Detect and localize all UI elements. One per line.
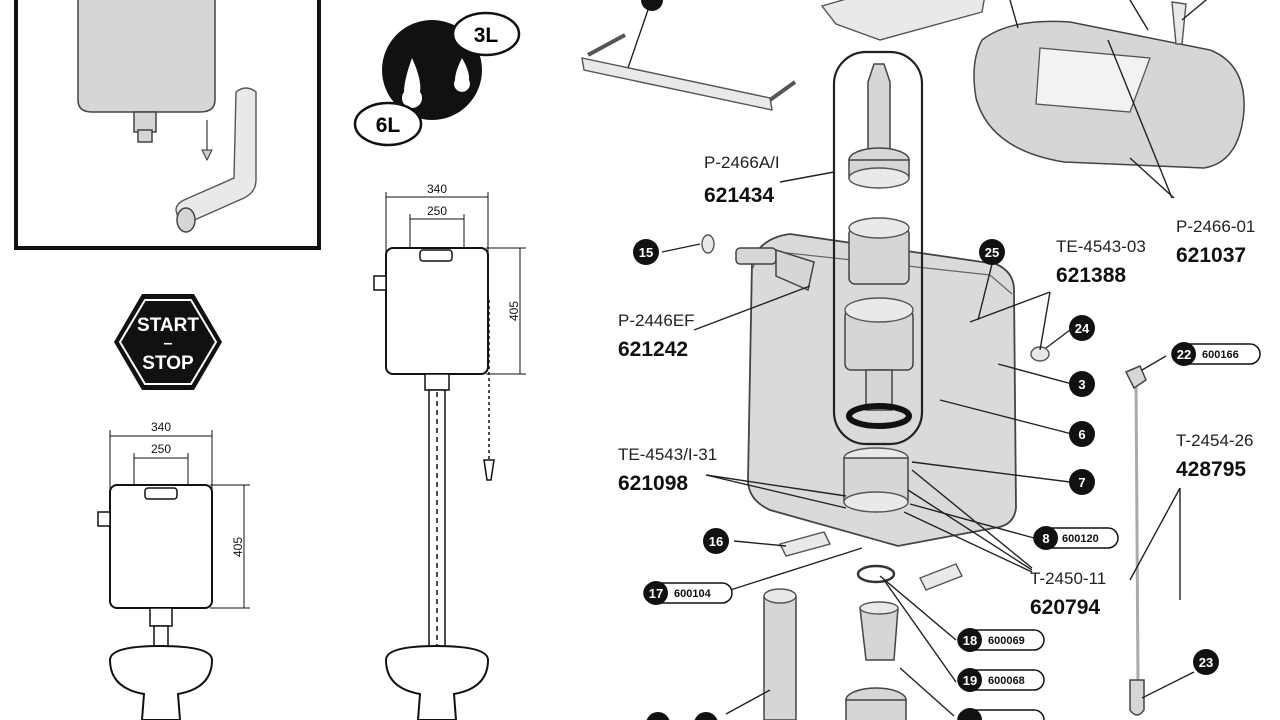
leader-lines xyxy=(661,39,1195,717)
part-ref-t245426: T-2454-26 xyxy=(1176,431,1254,450)
dash-label: – xyxy=(164,335,173,352)
part-code-p2466a: 621434 xyxy=(704,184,774,207)
inset-detail-box xyxy=(14,0,321,250)
callout-15: 15 xyxy=(633,239,659,265)
part-code-p246601: 621037 xyxy=(1176,244,1246,267)
callout-25: 25 xyxy=(979,239,1005,265)
svg-text:600068: 600068 xyxy=(988,675,1025,687)
svg-text:22: 22 xyxy=(1177,347,1191,362)
volume-large-label: 6L xyxy=(376,114,401,137)
part-code-t245426: 428795 xyxy=(1176,458,1246,481)
callout-7: 7 xyxy=(1069,469,1095,495)
part-ref-p2466a: P-2466A/I xyxy=(704,153,780,172)
stop-label: STOP xyxy=(142,353,194,374)
svg-text:600104: 600104 xyxy=(674,588,712,600)
part-code-p2446ef: 621242 xyxy=(618,338,688,361)
callout-3: 3 xyxy=(1069,371,1095,397)
svg-text:16: 16 xyxy=(709,534,723,549)
exploded-view-parts xyxy=(581,0,1245,720)
svg-text:600120: 600120 xyxy=(1062,533,1099,545)
callout-17: 17 600104 xyxy=(643,581,733,605)
svg-text:6: 6 xyxy=(1078,427,1085,442)
callout-6: 6 xyxy=(1069,421,1095,447)
low-level-cistern-drawing: 340 250 405 xyxy=(97,420,250,720)
low-height: 405 xyxy=(231,537,245,557)
svg-text:25: 25 xyxy=(985,245,999,260)
high-width-inner: 250 xyxy=(427,204,447,218)
part-code-te454303: 621388 xyxy=(1056,264,1126,287)
svg-text:18: 18 xyxy=(963,633,977,648)
dual-flush-volume-badge: 3L 6L xyxy=(353,11,521,147)
low-width-outer: 340 xyxy=(151,420,171,434)
svg-text:600069: 600069 xyxy=(988,635,1025,647)
callout-24: 24 xyxy=(1069,315,1095,341)
part-ref-te454303: TE-4543-03 xyxy=(1056,237,1146,256)
high-level-cistern-drawing: 340 250 405 xyxy=(373,182,526,720)
svg-text:19: 19 xyxy=(963,673,977,688)
callout-23: 23 xyxy=(1193,649,1219,675)
part-ref-t245011: T-2450-11 xyxy=(1030,569,1106,588)
start-label: START xyxy=(137,315,199,336)
callout-cropped xyxy=(646,708,1045,720)
svg-text:24: 24 xyxy=(1075,321,1090,336)
svg-text:17: 17 xyxy=(649,586,663,601)
high-width-outer: 340 xyxy=(427,182,447,196)
callout-22: 22 600166 xyxy=(1171,342,1261,366)
low-width-inner: 250 xyxy=(151,442,171,456)
part-code-te4543i31: 621098 xyxy=(618,472,688,495)
callout-19: 19 600068 xyxy=(957,668,1045,692)
part-code-t245011: 620794 xyxy=(1030,596,1100,619)
svg-text:600166: 600166 xyxy=(1202,349,1239,361)
high-height: 405 xyxy=(507,301,521,321)
callout-18: 18 600069 xyxy=(957,628,1045,652)
part-ref-p246601: P-2466-01 xyxy=(1176,217,1255,236)
volume-small-label: 3L xyxy=(474,24,499,47)
callout-8: 8 600120 xyxy=(1033,526,1119,550)
start-stop-badge: START – STOP xyxy=(114,294,222,390)
part-labels: P-2466A/I 621434 P-2446EF 621242 TE-4543… xyxy=(618,153,1255,619)
svg-text:7: 7 xyxy=(1078,475,1085,490)
callouts: 15 25 24 3 6 7 8 600120 16 xyxy=(633,239,1261,720)
svg-text:23: 23 xyxy=(1199,655,1213,670)
callout-16: 16 xyxy=(703,528,729,554)
svg-text:3: 3 xyxy=(1078,377,1085,392)
part-ref-te4543i31: TE-4543/I-31 xyxy=(618,445,717,464)
svg-text:15: 15 xyxy=(639,245,653,260)
svg-text:8: 8 xyxy=(1042,531,1049,546)
part-ref-p2446ef: P-2446EF xyxy=(618,311,695,330)
